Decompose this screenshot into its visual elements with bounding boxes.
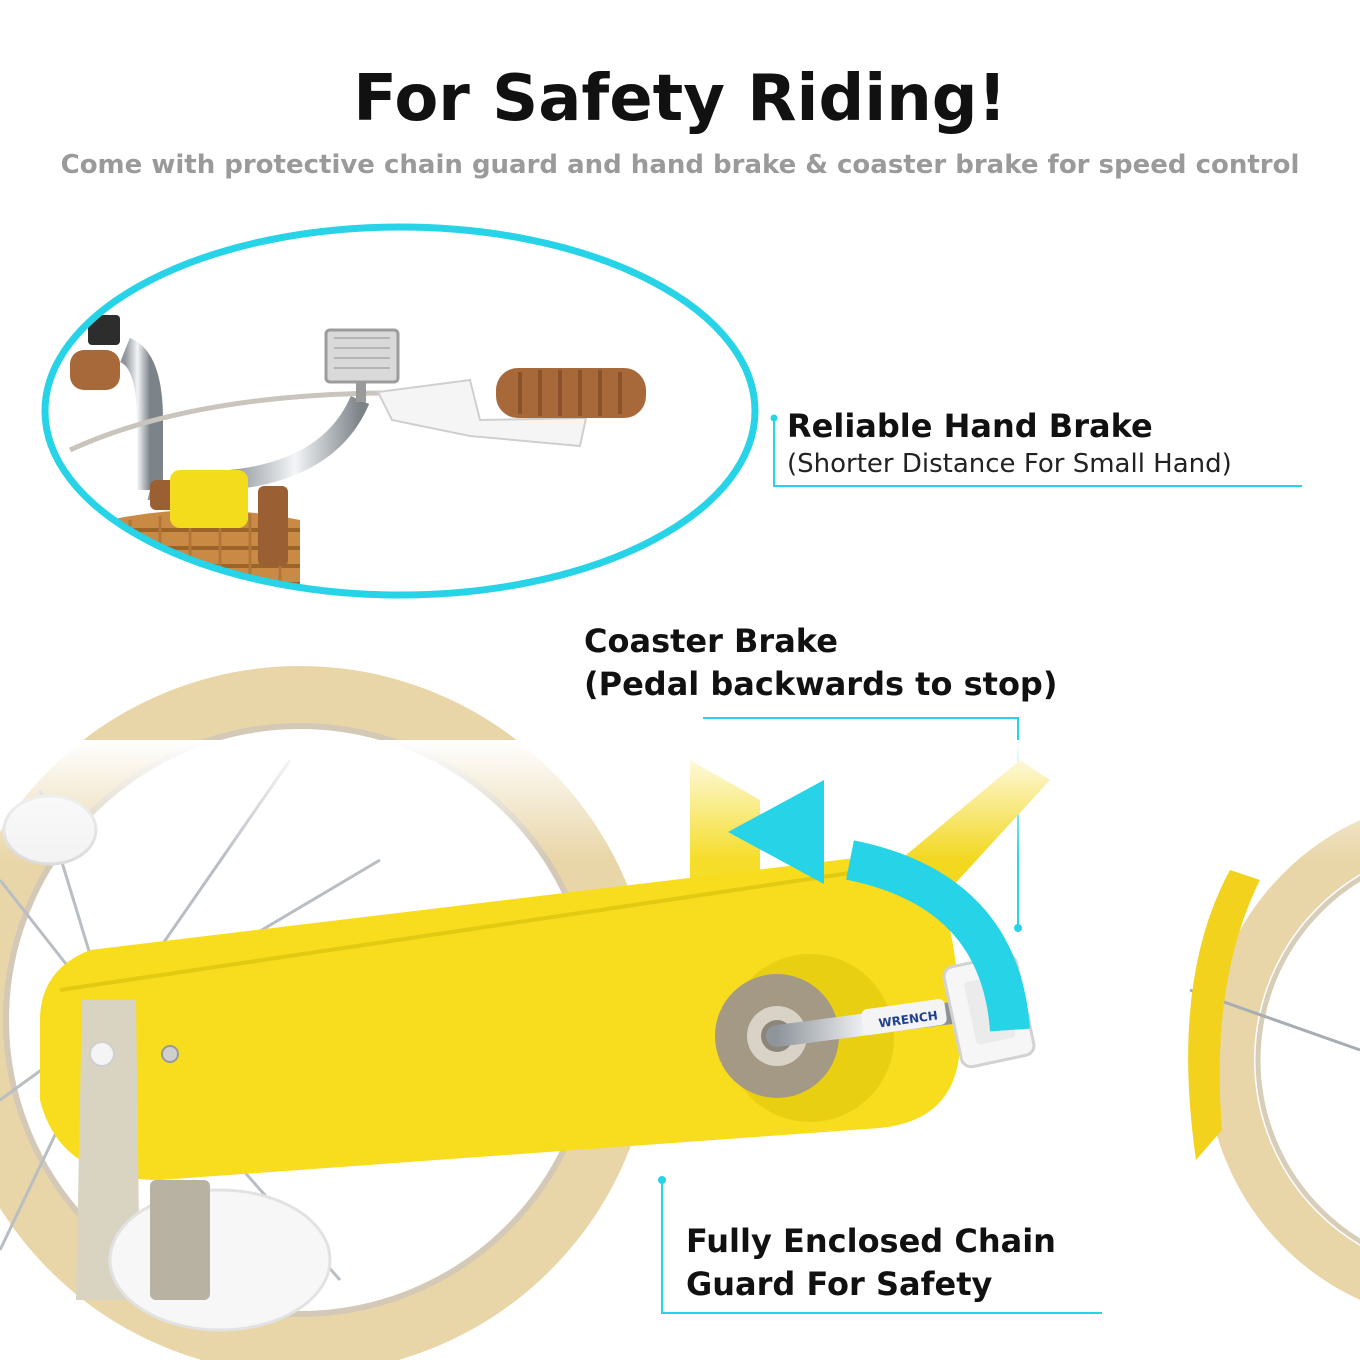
training-wheel: [76, 1000, 332, 1332]
closeup-oval-outline: [41, 223, 759, 599]
page-subtitle: Come with protective chain guard and han…: [60, 150, 1300, 180]
hand-brake-callout: Reliable Hand Brake (Shorter Distance Fo…: [787, 405, 1232, 482]
chain-guard-line2: Guard For Safety: [686, 1265, 993, 1304]
hand-brake-leader: [770, 414, 1302, 487]
front-wheel: [1188, 820, 1360, 1300]
backward-rotation-arrow-icon: [728, 780, 1030, 1032]
front-fender: [1188, 870, 1260, 1160]
coaster-brake-callout: Coaster Brake (Pedal backwards to stop): [584, 620, 1057, 706]
chain-guard-leader: [658, 1176, 1102, 1314]
coaster-brake-line2: (Pedal backwards to stop): [584, 665, 1058, 704]
chain-guard-callout: Fully Enclosed Chain Guard For Safety: [686, 1220, 1056, 1306]
brake-lever-icon: [376, 378, 588, 448]
page-title: For Safety Riding!: [353, 62, 1007, 136]
grip-icon: [496, 368, 646, 418]
bike-rear-view: WRENCH: [0, 666, 1360, 1360]
hand-brake-title: Reliable Hand Brake: [787, 407, 1153, 445]
reflector-icon: [324, 328, 400, 402]
chain-guard-line1: Fully Enclosed Chain: [686, 1222, 1056, 1260]
crank-sticker: [861, 999, 947, 1035]
hand-brake-detail: (Shorter Distance For Small Hand): [787, 449, 1232, 480]
coaster-brake-line1: Coaster Brake: [584, 622, 838, 660]
bell-icon: [170, 470, 248, 528]
handlebar-closeup: [41, 223, 759, 599]
